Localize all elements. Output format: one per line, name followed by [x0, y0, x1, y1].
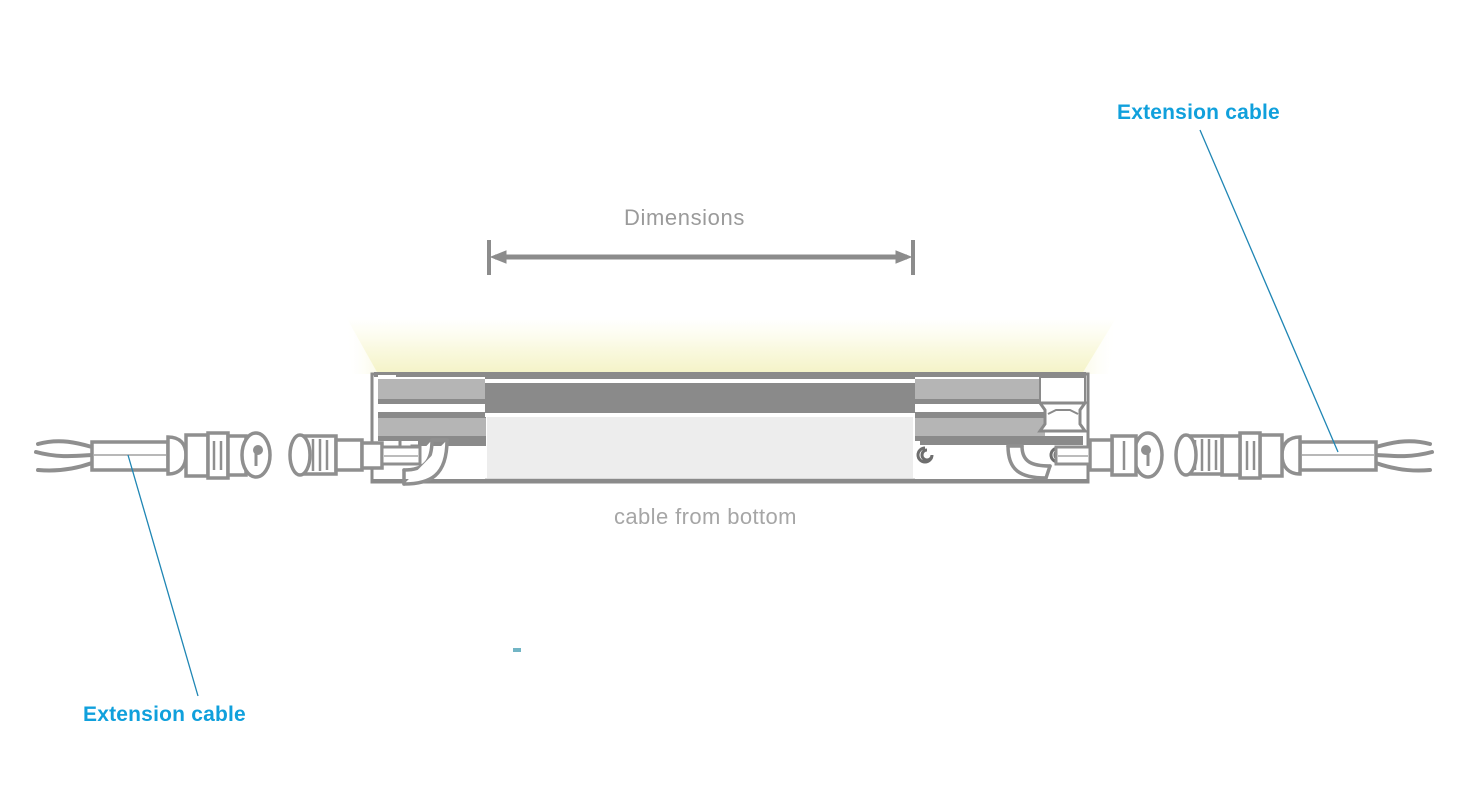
dimension-line	[487, 240, 915, 275]
dimensions-label: Dimensions	[624, 205, 745, 230]
artifact-dot	[505, 641, 529, 659]
cable-from-bottom-label: cable from bottom	[614, 504, 797, 529]
extension-cable-right	[1054, 431, 1434, 480]
led-fixture-body	[370, 372, 1090, 484]
callout-label-extension-cable-top: Extension cable	[1117, 101, 1280, 124]
cable-bend-right	[1006, 444, 1052, 480]
leader-top-right	[1199, 129, 1339, 453]
callout-label-extension-cable-bottom: Extension cable	[83, 703, 246, 726]
fixture-center-panel	[485, 374, 915, 482]
extension-cable-left	[34, 431, 422, 480]
leader-bottom-left	[127, 454, 199, 697]
light-glow	[345, 315, 1118, 374]
callout-leaders	[127, 129, 1339, 697]
